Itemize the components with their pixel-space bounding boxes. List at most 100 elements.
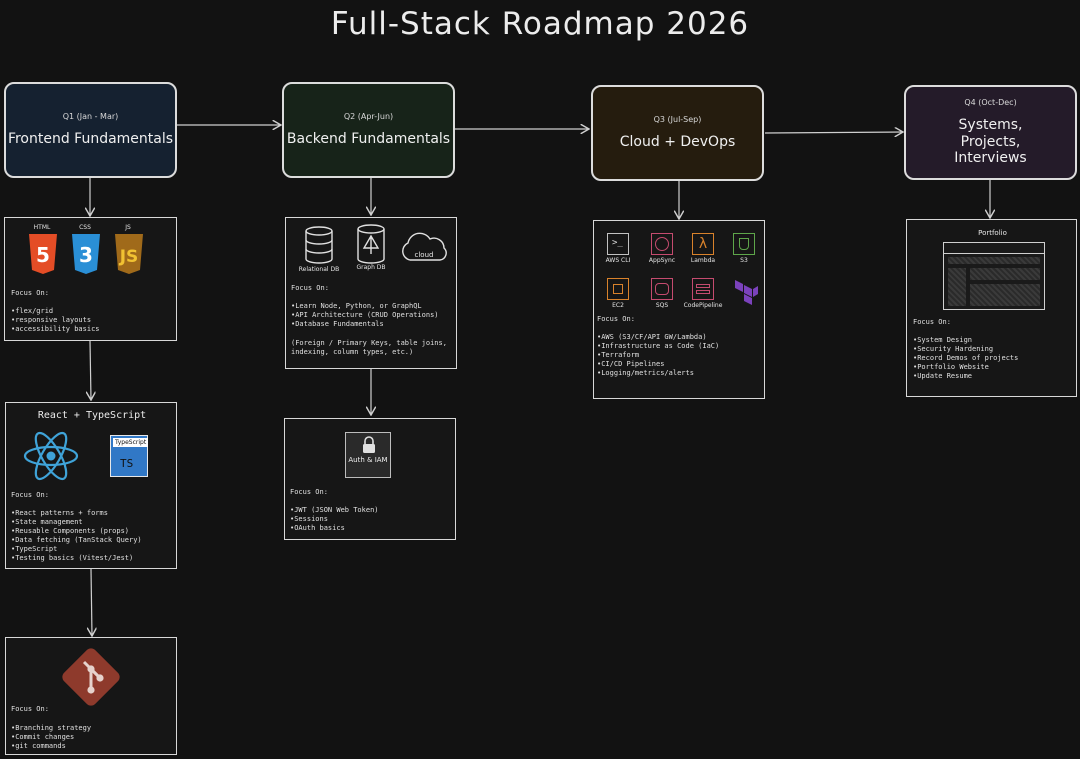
- list-item: React patterns + forms: [11, 509, 142, 518]
- q1-react-card: React + TypeScript TypeScript TS Focus O…: [5, 402, 177, 569]
- ec2-icon: [607, 278, 629, 300]
- list-item: Record Demos of projects: [913, 354, 1018, 363]
- q2-auth-card: Auth & IAM Focus On: JWT (JSON Web Token…: [284, 418, 456, 540]
- q3-list: AWS (S3/CF/API GW/Lambda) Infrastructure…: [597, 333, 719, 378]
- q1-react-list: React patterns + forms State management …: [11, 509, 142, 563]
- q3-cloud-card: >_ AWS CLI AppSync λ Lambda S3 EC2 SQS C…: [593, 220, 765, 399]
- list-item: git commands: [11, 742, 91, 751]
- list-item: Reusable Components (props): [11, 527, 142, 536]
- arrow-q1-react: [90, 340, 91, 400]
- relational-db-icon: [305, 226, 333, 264]
- list-item: Testing basics (Vitest/Jest): [11, 554, 142, 563]
- list-item: JWT (JSON Web Token): [290, 506, 378, 515]
- q1-web-focus: Focus On:: [11, 289, 49, 297]
- q3-name: Cloud + DevOps: [619, 134, 736, 151]
- q3-label: Q3 (Jul-Sep): [653, 115, 702, 125]
- q2-db-list: Learn Node, Python, or GraphQL API Archi…: [291, 302, 439, 329]
- codepipeline-icon: [692, 278, 714, 300]
- list-item: Portfolio Website: [913, 363, 1018, 372]
- lambda-label: Lambda: [690, 257, 716, 264]
- q4-label: Q4 (Oct-Dec): [964, 97, 1017, 107]
- list-item: State management: [11, 518, 142, 527]
- aws-cli-icon: >_: [607, 233, 629, 255]
- list-item: Terraform: [597, 351, 719, 360]
- git-icon: [62, 648, 120, 706]
- html-label: HTML: [33, 224, 51, 231]
- list-item: TypeScript: [11, 545, 142, 554]
- q3-box: Q3 (Jul-Sep) Cloud + DevOps: [591, 85, 764, 181]
- css3-icon: 3: [72, 234, 100, 274]
- codepipeline-label: CodePipeline: [683, 302, 723, 309]
- q2-label: Q2 (Apr-Jun): [343, 112, 394, 122]
- list-item: Infrastructure as Code (IaC): [597, 342, 719, 351]
- typescript-label: TypeScript: [113, 438, 149, 447]
- q1-name: Frontend Fundamentals: [7, 131, 174, 148]
- lambda-icon: λ: [692, 233, 714, 255]
- q1-git-card: Focus On: Branching strategy Commit chan…: [5, 637, 177, 755]
- q3-focus: Focus On:: [597, 315, 635, 323]
- arrow-q3-q4: [764, 132, 903, 133]
- list-item: Sessions: [290, 515, 379, 524]
- svg-text:3: 3: [79, 243, 93, 267]
- js-label: JS: [125, 224, 131, 231]
- q4-name: Systems, Projects, Interviews: [954, 116, 1027, 167]
- q1-git-focus: Focus On:: [11, 705, 49, 713]
- list-item: Security Hardening: [913, 345, 1018, 354]
- q1-web-list: flex/grid responsive layouts accessibili…: [11, 307, 100, 334]
- lock-icon: [363, 436, 375, 453]
- list-item: Logging/metrics/alerts: [597, 369, 719, 378]
- portfolio-label: Portfolio: [978, 229, 1007, 237]
- relational-db-label: Relational DB: [298, 266, 340, 273]
- q1-label: Q1 (Jan - Mar): [62, 112, 119, 122]
- list-item: Learn Node, Python, or GraphQL: [291, 302, 439, 311]
- list-item: Branching strategy: [11, 724, 91, 733]
- q2-db-note: (Foreign / Primary Keys, table joins, in…: [291, 339, 447, 356]
- react-icon: [23, 431, 79, 481]
- sqs-icon: [651, 278, 673, 300]
- graph-db-icon: [357, 224, 385, 264]
- typescript-icon: TypeScript TS: [110, 435, 149, 477]
- list-item: CI/CD Pipelines: [597, 360, 719, 369]
- appsync-icon: [651, 233, 673, 255]
- html5-icon: 5: [29, 234, 57, 274]
- list-item: OAuth basics: [290, 524, 379, 533]
- list-item: flex/grid: [11, 307, 100, 316]
- appsync-label: AppSync: [648, 257, 676, 264]
- q2-name: Backend Fundamentals: [286, 131, 451, 148]
- ts-badge: TS: [120, 457, 134, 470]
- ec2-label: EC2: [612, 302, 624, 309]
- list-item: Commit changes: [11, 733, 91, 742]
- q1-react-focus: Focus On:: [11, 491, 49, 499]
- q2-auth-list: JWT (JSON Web Token) Sessions OAuth basi…: [290, 506, 379, 533]
- list-item: Data fetching (TanStack Query): [11, 536, 141, 545]
- list-item: Update Resume: [913, 372, 1018, 381]
- q1-box: Q1 (Jan - Mar) Frontend Fundamentals: [4, 82, 177, 178]
- q2-db-focus: Focus On:: [291, 284, 329, 292]
- q4-list: System Design Security Hardening Record …: [913, 336, 1018, 381]
- q4-box: Q4 (Oct-Dec) Systems, Projects, Intervie…: [904, 85, 1077, 180]
- roadmap-title: Full-Stack Roadmap 2026: [330, 6, 750, 42]
- q2-auth-focus: Focus On:: [290, 488, 328, 496]
- q4-portfolio-card: Portfolio Focus On: System Design Securi…: [906, 219, 1077, 397]
- s3-label: S3: [740, 257, 748, 264]
- graph-db-label: Graph DB: [356, 264, 386, 271]
- auth-iam-label: Auth & IAM: [348, 456, 388, 464]
- s3-icon: [733, 233, 755, 255]
- browser-toolbar: [944, 243, 1044, 254]
- q1-git-list: Branching strategy Commit changes git co…: [11, 724, 91, 751]
- list-item: System Design: [913, 336, 1018, 345]
- css-label: CSS: [79, 224, 91, 231]
- q1-web-card: HTML CSS JS 5 3 JS Focus On: flex/grid r…: [4, 217, 177, 341]
- browser-window-icon: [943, 242, 1045, 310]
- cloud-icon: [402, 232, 447, 261]
- aws-cli-label: AWS CLI: [605, 257, 631, 264]
- js-icon: JS: [115, 234, 143, 274]
- list-item: API Architecture (CRUD Operations): [291, 311, 438, 320]
- list-item: accessibility basics: [11, 325, 99, 334]
- q2-db-card: Relational DB Graph DB cloud Focus On: L…: [285, 217, 457, 369]
- list-item: Database Fundamentals: [291, 320, 439, 329]
- sqs-label: SQS: [655, 302, 669, 309]
- auth-iam-tile: Auth & IAM: [345, 432, 391, 478]
- q4-focus: Focus On:: [913, 318, 951, 326]
